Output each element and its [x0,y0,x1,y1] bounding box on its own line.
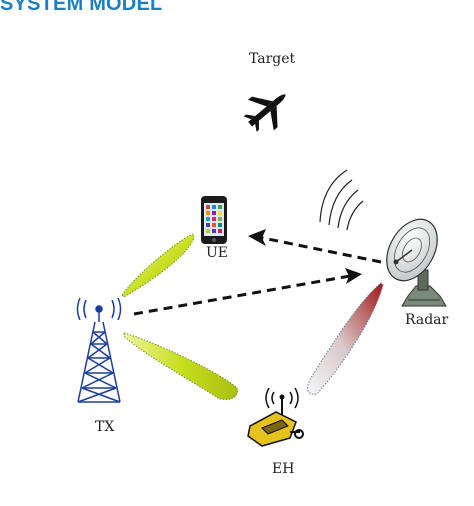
arrow-radar-to-ue [248,229,382,264]
ue-label: UE [206,245,229,261]
eh-label: EH [272,461,295,477]
beam-radar-to-eh [307,282,384,395]
section-title: SYSTEM MODEL [0,0,163,15]
energy-harvester-icon [247,387,304,447]
beam-tx-to-eh [123,332,238,401]
target-label: Target [249,51,296,67]
smartphone-icon [201,196,227,244]
radar-label: Radar [405,312,449,328]
airplane-icon [243,94,286,132]
echo-waves-icon [319,169,364,231]
beam-tx-to-ue [121,233,195,298]
transmission-tower-icon [76,297,122,403]
arrow-tx-to-radar [133,268,362,316]
tx-label: TX [95,419,115,435]
radar-dish-icon [386,218,447,307]
